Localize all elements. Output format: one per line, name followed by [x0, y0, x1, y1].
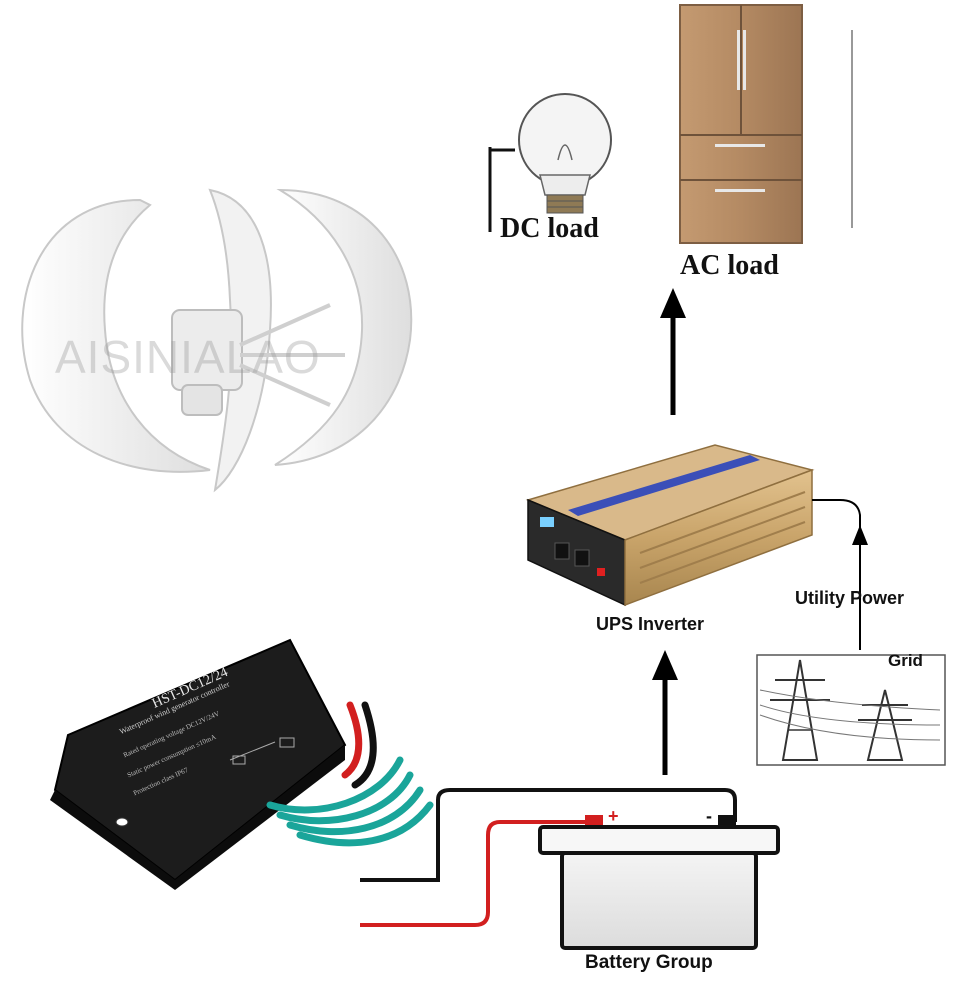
watermark: AISINIALAO — [55, 331, 321, 383]
ups-inverter-icon — [525, 444, 815, 607]
controller-icon — [50, 638, 347, 890]
ups-inverter-label: UPS Inverter — [596, 614, 705, 634]
controller-wires — [266, 701, 434, 847]
arrow-inverter-to-load — [660, 288, 686, 415]
utility-power-line — [812, 499, 868, 650]
utility-power-label: Utility Power — [795, 588, 905, 608]
battery-negative-sign: - — [706, 806, 712, 826]
wind-turbine-icon — [21, 188, 413, 493]
dc-load-label: DC load — [500, 213, 599, 244]
battery-wires — [360, 788, 737, 927]
ac-load-label: AC load — [680, 250, 779, 281]
light-bulb-icon — [488, 93, 612, 232]
battery-icon — [538, 815, 780, 950]
battery-group-label: Battery Group — [585, 952, 713, 973]
power-tower-icon — [756, 654, 946, 766]
refrigerator-icon — [679, 4, 853, 244]
battery-positive-sign: + — [608, 806, 619, 826]
arrow-battery-to-inverter — [652, 650, 678, 775]
grid-label: Grid — [888, 651, 923, 670]
